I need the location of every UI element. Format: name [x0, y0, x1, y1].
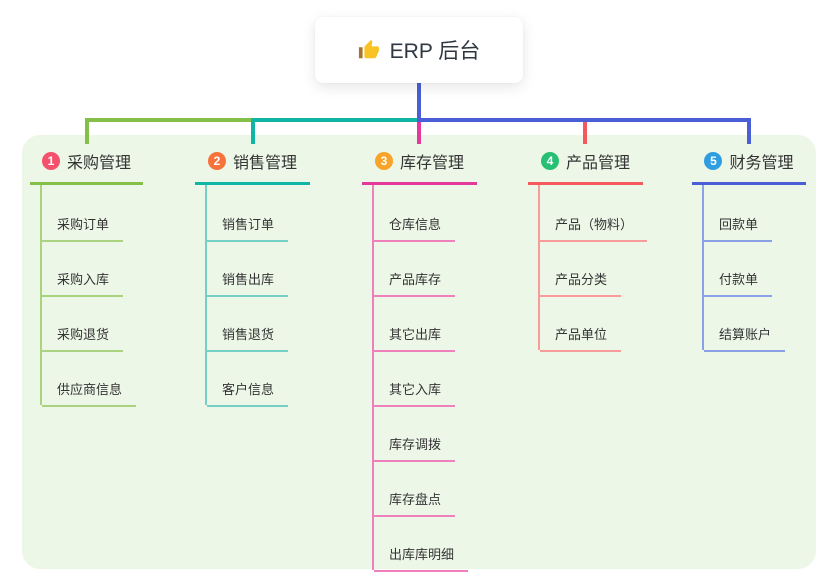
- child-label: 采购退货: [42, 324, 124, 352]
- mindmap-panel: [22, 135, 816, 569]
- branch-children: 回款单 付款单 结算账户: [702, 185, 806, 352]
- child-label: 销售出库: [207, 269, 289, 297]
- child-label: 采购入库: [42, 269, 124, 297]
- child-label: 结算账户: [704, 324, 786, 352]
- child-node[interactable]: 其它入库: [374, 350, 477, 407]
- child-label: 其它入库: [374, 379, 456, 407]
- child-label: 客户信息: [207, 379, 289, 407]
- child-node[interactable]: 采购退货: [42, 295, 143, 352]
- branch-title: 采购管理: [66, 155, 131, 172]
- child-label: 库存盘点: [374, 489, 456, 517]
- child-label: 产品分类: [540, 269, 622, 297]
- branch-title: 财务管理: [729, 155, 794, 172]
- connector-drop-finance: [747, 118, 751, 144]
- connector-horizontal-purchase: [85, 118, 253, 122]
- child-node[interactable]: 其它出库: [374, 295, 477, 352]
- branch-children: 采购订单 采购入库 采购退货 供应商信息: [40, 185, 143, 407]
- child-node[interactable]: 销售订单: [207, 185, 310, 242]
- child-node[interactable]: 结算账户: [704, 295, 806, 352]
- root-title: ERP 后台: [389, 40, 481, 63]
- connector-drop-sales: [251, 118, 255, 144]
- child-node[interactable]: 出库库明细: [374, 515, 477, 572]
- child-node[interactable]: 采购订单: [42, 185, 143, 242]
- child-label: 其它出库: [374, 324, 456, 352]
- root-node[interactable]: ERP 后台: [315, 17, 523, 83]
- branch-header-sales[interactable]: 2 销售管理: [195, 149, 310, 185]
- child-label: 产品库存: [374, 269, 456, 297]
- branch-inventory-management: 3 库存管理 仓库信息 产品库存 其它出库 其它入库 库存调拨 库存盘点 出库库…: [362, 149, 477, 572]
- child-node[interactable]: 产品分类: [540, 240, 643, 297]
- branch-purchase-management: 1 采购管理 采购订单 采购入库 采购退货 供应商信息: [30, 149, 143, 407]
- branch-children: 仓库信息 产品库存 其它出库 其它入库 库存调拨 库存盘点 出库库明细: [372, 185, 477, 572]
- child-label: 采购订单: [42, 214, 124, 242]
- child-label: 仓库信息: [374, 214, 456, 242]
- child-node[interactable]: 销售退货: [207, 295, 310, 352]
- branch-number-badge: 2: [207, 152, 226, 170]
- branch-title: 产品管理: [565, 155, 630, 172]
- child-label: 付款单: [704, 269, 773, 297]
- connector-horizontal-sales: [251, 118, 421, 122]
- child-label: 回款单: [704, 214, 773, 242]
- child-label: 供应商信息: [42, 379, 137, 407]
- child-label: 销售退货: [207, 324, 289, 352]
- child-node[interactable]: 采购入库: [42, 240, 143, 297]
- connector-root-vertical: [417, 83, 421, 122]
- child-node[interactable]: 客户信息: [207, 350, 310, 407]
- child-node[interactable]: 产品（物料）: [540, 185, 648, 242]
- branch-children: 销售订单 销售出库 销售退货 客户信息: [205, 185, 310, 407]
- branch-number-badge: 5: [704, 152, 723, 170]
- child-node[interactable]: 产品库存: [374, 240, 477, 297]
- branch-header-finance[interactable]: 5 财务管理: [692, 149, 806, 185]
- branch-header-purchase[interactable]: 1 采购管理: [30, 149, 143, 185]
- child-node[interactable]: 仓库信息: [374, 185, 477, 242]
- branch-product-management: 4 产品管理 产品（物料） 产品分类 产品单位: [528, 149, 648, 352]
- branch-children: 产品（物料） 产品分类 产品单位: [538, 185, 648, 352]
- child-label: 库存调拨: [374, 434, 456, 462]
- branch-number-badge: 4: [540, 152, 559, 170]
- child-label: 产品单位: [540, 324, 622, 352]
- child-label: 产品（物料）: [540, 214, 648, 242]
- branch-number-badge: 3: [374, 152, 393, 170]
- connector-drop-inventory: [417, 118, 421, 144]
- child-node[interactable]: 销售出库: [207, 240, 310, 297]
- branch-number-badge: 1: [41, 152, 60, 170]
- child-label: 出库库明细: [374, 544, 469, 572]
- thumbs-up-icon: [358, 39, 380, 61]
- child-node[interactable]: 付款单: [704, 240, 806, 297]
- branch-title: 销售管理: [232, 155, 297, 172]
- branch-title: 库存管理: [399, 155, 464, 172]
- branch-header-product[interactable]: 4 产品管理: [528, 149, 643, 185]
- connector-drop-product: [583, 118, 587, 144]
- connector-horizontal-finance: [419, 118, 751, 122]
- child-node[interactable]: 产品单位: [540, 295, 643, 352]
- branch-sales-management: 2 销售管理 销售订单 销售出库 销售退货 客户信息: [195, 149, 310, 407]
- branch-header-inventory[interactable]: 3 库存管理: [362, 149, 477, 185]
- child-node[interactable]: 库存调拨: [374, 405, 477, 462]
- child-label: 销售订单: [207, 214, 289, 242]
- branch-finance-management: 5 财务管理 回款单 付款单 结算账户: [692, 149, 806, 352]
- child-node[interactable]: 回款单: [704, 185, 806, 242]
- child-node[interactable]: 供应商信息: [42, 350, 143, 407]
- child-node[interactable]: 库存盘点: [374, 460, 477, 517]
- connector-drop-purchase: [85, 118, 89, 144]
